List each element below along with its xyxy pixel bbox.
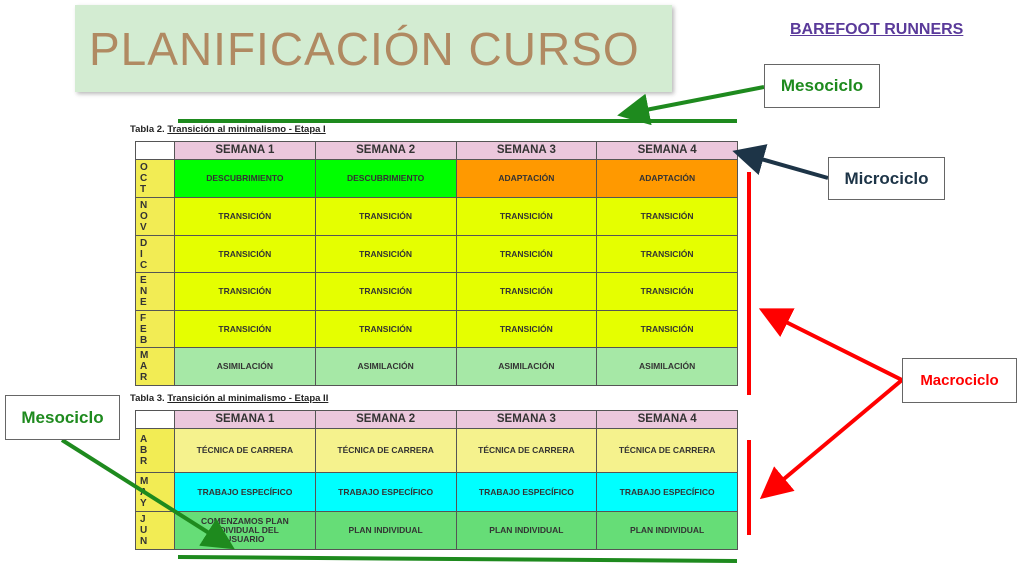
month-label: F E B (140, 312, 148, 346)
caption-prefix: Tabla 2. (130, 124, 165, 135)
macrociclo-arrow-1 (758, 308, 903, 382)
month-cell: J U N (135, 511, 175, 550)
label-mesociclo-left: Mesociclo (5, 395, 120, 440)
month-label: E N E (140, 275, 148, 308)
caption-title: Transición al minimalismo - Etapa II (167, 393, 329, 404)
month-label: D I C (140, 237, 148, 271)
phase-cell: PLAN INDIVIDUAL (455, 511, 598, 550)
phase-cell: TRANSICIÓN (596, 197, 738, 236)
month-label: M A R (140, 350, 149, 383)
month-cell: N O V (135, 197, 175, 236)
phase-cell: TRANSICIÓN (596, 310, 738, 348)
mesociclo-arrow-top (617, 85, 765, 126)
table2-caption: Tabla 3. Transición al minimalismo - Eta… (130, 393, 328, 404)
macrociclo-arrow-2 (759, 378, 904, 500)
month-cell: A B R (135, 428, 175, 473)
label-mesociclo-top: Mesociclo (764, 64, 880, 108)
week-header: SEMANA 3 (455, 141, 598, 160)
phase-cell: TRANSICIÓN (596, 235, 738, 273)
phase-cell: TRABAJO ESPECÍFICO (596, 472, 738, 512)
phase-cell: ASIMILACIÓN (596, 347, 738, 386)
week-header: SEMANA 4 (596, 410, 738, 429)
label-microciclo: Microciclo (828, 157, 945, 200)
month-cell: M A R (135, 347, 175, 386)
phase-cell: TRANSICIÓN (455, 310, 598, 348)
phase-cell: TRANSICIÓN (455, 197, 598, 236)
phase-cell: PLAN INDIVIDUAL (596, 511, 738, 550)
month-label: J U N (140, 514, 148, 547)
month-label: A B R (140, 434, 148, 467)
page-title: PLANIFICACIÓN CURSO (89, 22, 640, 75)
week-header: SEMANA 4 (596, 141, 738, 160)
month-label: N O V (140, 200, 148, 233)
phase-cell: ADAPTACIÓN (596, 159, 738, 198)
month-cell: D I C (135, 235, 175, 273)
month-label: O C T (140, 162, 148, 195)
mesociclo-arrow-left (60, 438, 235, 550)
mesociclo-line-bottom (177, 555, 738, 563)
phase-cell: TRABAJO ESPECÍFICO (174, 472, 316, 512)
phase-cell: COMENZAMOS PLAN INDIVIDUAL DEL USUARIO (174, 511, 316, 550)
phase-cell: TÉCNICA DE CARRERA (596, 428, 738, 473)
phase-cell: TRANSICIÓN (174, 235, 316, 273)
corner-cell (135, 141, 175, 160)
caption-prefix: Tabla 3. (130, 393, 165, 404)
month-cell: E N E (135, 272, 175, 311)
table1-caption: Tabla 2. Transición al minimalismo - Eta… (130, 124, 326, 135)
title-banner: PLANIFICACIÓN CURSO (75, 5, 672, 92)
brand-link[interactable]: BAREFOOT RUNNERS (790, 21, 964, 38)
phase-cell: DESCUBRIMIENTO (314, 159, 457, 198)
phase-cell: TRANSICIÓN (174, 272, 316, 311)
month-cell: F E B (135, 310, 175, 348)
phase-cell: TRANSICIÓN (314, 272, 457, 311)
week-header: SEMANA 1 (174, 141, 316, 160)
week-header: SEMANA 3 (455, 410, 598, 429)
phase-cell: TRABAJO ESPECÍFICO (314, 472, 457, 512)
label-macrociclo: Macrociclo (902, 358, 1017, 403)
phase-cell: TÉCNICA DE CARRERA (174, 428, 316, 473)
microciclo-arrow (732, 144, 829, 180)
phase-cell: ASIMILACIÓN (455, 347, 598, 386)
month-cell: O C T (135, 159, 175, 198)
phase-cell: ASIMILACIÓN (174, 347, 316, 386)
phase-cell: TRANSICIÓN (174, 310, 316, 348)
phase-cell: PLAN INDIVIDUAL (314, 511, 457, 550)
phase-cell: ADAPTACIÓN (455, 159, 598, 198)
table-row: J U N COMENZAMOS PLAN INDIVIDUAL DEL USUA… (135, 511, 738, 550)
phase-cell: TRANSICIÓN (314, 197, 457, 236)
phase-cell: TRANSICIÓN (314, 310, 457, 348)
phase-cell: TRANSICIÓN (455, 272, 598, 311)
caption-title: Transición al minimalismo - Etapa I (167, 124, 326, 135)
week-header: SEMANA 2 (314, 410, 457, 429)
phase-cell: TRANSICIÓN (314, 235, 457, 273)
phase-cell: ASIMILACIÓN (314, 347, 457, 386)
table-row: A B R TÉCNICA DE CARRERA TÉCNICA DE CARRER… (135, 428, 738, 473)
phase-cell: TRANSICIÓN (174, 197, 316, 236)
